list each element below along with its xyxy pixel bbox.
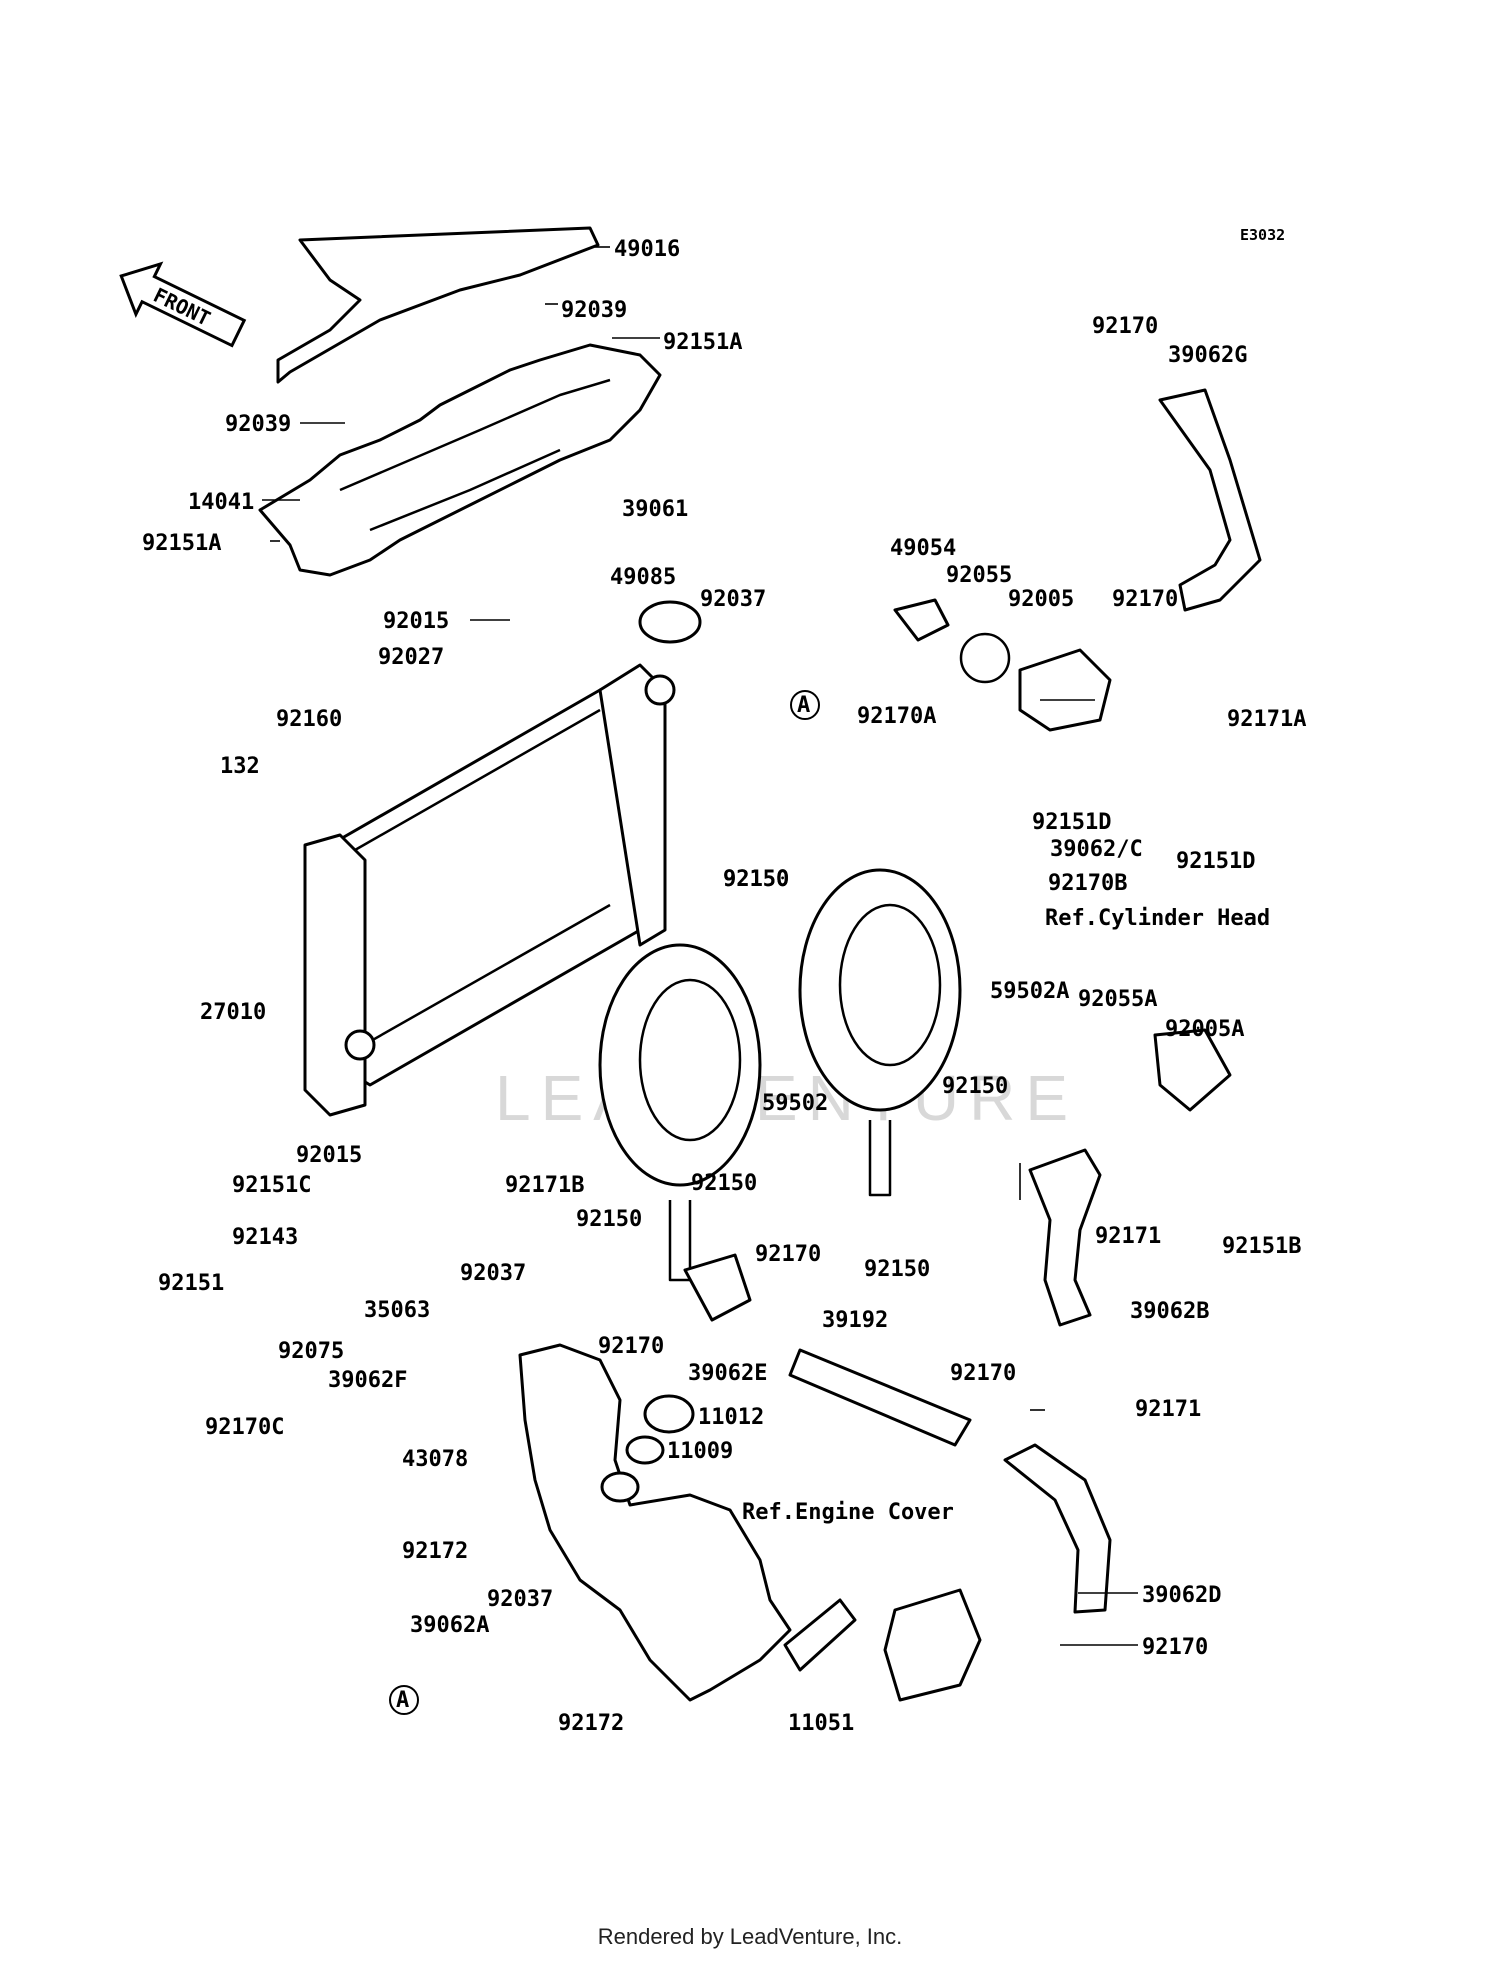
part-label: 92150 xyxy=(942,1074,1008,1099)
part-label: 92150 xyxy=(576,1207,642,1232)
part-labels: 49016 92039 92151A 92039 14041 92151A 39… xyxy=(142,237,1306,1736)
leader-lines xyxy=(262,246,1138,1646)
hose-part xyxy=(683,388,1262,1614)
part-label: 92171 xyxy=(1095,1224,1161,1249)
part-label: 92037 xyxy=(487,1587,553,1612)
part-label: 92160 xyxy=(276,707,342,732)
part-label: 14041 xyxy=(188,490,254,515)
part-label: 92170C xyxy=(205,1415,284,1440)
callout-a-marker: A xyxy=(389,1685,419,1715)
part-label: 27010 xyxy=(200,1000,266,1025)
fan-assembly-part xyxy=(798,868,962,1197)
part-label: 92172 xyxy=(402,1539,468,1564)
part-label: 92055 xyxy=(946,563,1012,588)
thermostat-housing-part xyxy=(893,598,1232,1112)
part-label: 39062G xyxy=(1168,343,1247,368)
part-label: 92150 xyxy=(864,1257,930,1282)
part-label: 39062/C xyxy=(1050,837,1143,862)
part-label: 92151D xyxy=(1176,849,1255,874)
part-label: 92075 xyxy=(278,1339,344,1364)
part-label: 132 xyxy=(220,754,260,779)
part-label: 92015 xyxy=(296,1143,362,1168)
part-label: 39062D xyxy=(1142,1583,1221,1608)
part-label: 49016 xyxy=(614,237,680,262)
part-label: 39062B xyxy=(1130,1299,1209,1324)
part-label: 92170B xyxy=(1048,871,1127,896)
part-label: 92170A xyxy=(857,704,936,729)
part-label: 92150 xyxy=(691,1171,757,1196)
part-label: 92170 xyxy=(598,1334,664,1359)
diagram-code: E3032 xyxy=(1240,226,1285,244)
part-label: 39061 xyxy=(622,497,688,522)
front-arrow-icon: FRONT xyxy=(119,261,247,348)
part-label: 92037 xyxy=(460,1261,526,1286)
part-label: 92005A xyxy=(1165,1017,1244,1042)
part-label: 92170 xyxy=(950,1361,1016,1386)
part-label: 11051 xyxy=(788,1711,854,1736)
cover-plate-part xyxy=(276,226,600,384)
part-label: 92151A xyxy=(663,330,742,355)
part-label: 92151 xyxy=(158,1271,224,1296)
footer-text: Rendered by LeadVenture, Inc. xyxy=(597,1924,903,1949)
part-label: 92037 xyxy=(700,587,766,612)
reservoir-tank-part xyxy=(518,1343,792,1702)
part-label: 92171A xyxy=(1227,707,1306,732)
part-label: 92015 xyxy=(383,609,449,634)
radiator-cap-part xyxy=(638,600,702,644)
part-label: 92039 xyxy=(225,412,291,437)
radiator-part xyxy=(303,663,676,1117)
part-label: 92027 xyxy=(378,645,444,670)
part-label: 59502 xyxy=(762,1091,828,1116)
callout-a-marker: A xyxy=(790,690,820,720)
callout-a-label: A xyxy=(797,693,810,718)
part-label: 11012 xyxy=(698,1405,764,1430)
part-label: 92055A xyxy=(1078,987,1157,1012)
part-label: 92170 xyxy=(755,1242,821,1267)
part-label: 39062F xyxy=(328,1368,407,1393)
part-label: 39062A xyxy=(410,1613,489,1638)
fan-assembly-part xyxy=(598,943,762,1282)
part-label: 92005 xyxy=(1008,587,1074,612)
part-label: 92170 xyxy=(1142,1635,1208,1660)
part-label: 49085 xyxy=(610,565,676,590)
part-label: 92151A xyxy=(142,531,221,556)
part-label: 92151D xyxy=(1032,810,1111,835)
part-label: 92150 xyxy=(723,867,789,892)
part-label: 59502A xyxy=(990,979,1069,1004)
part-label: 92143 xyxy=(232,1225,298,1250)
part-label: 92151C xyxy=(232,1173,311,1198)
part-label: 92170 xyxy=(1092,314,1158,339)
part-label: 92172 xyxy=(558,1711,624,1736)
part-label: 92170 xyxy=(1112,587,1178,612)
reference-label: Ref.Engine Cover xyxy=(742,1500,954,1525)
part-label: 92150 xyxy=(723,867,789,892)
part-label: 35063 xyxy=(364,1298,430,1323)
part-label: 92171 xyxy=(1135,1397,1201,1422)
part-label: 92151B xyxy=(1222,1234,1301,1259)
part-label: 92039 xyxy=(561,298,627,323)
engine-cover-part xyxy=(783,1588,982,1702)
part-label: 11009 xyxy=(667,1439,733,1464)
part-label: 92171B xyxy=(505,1173,584,1198)
watermark-text: LEADVENTURE xyxy=(495,1062,1078,1134)
part-label: 39192 xyxy=(822,1308,888,1333)
part-label: 39062E xyxy=(688,1361,767,1386)
callout-a-label: A xyxy=(396,1688,409,1713)
part-label: 43078 xyxy=(402,1447,468,1472)
part-label: 49054 xyxy=(890,536,956,561)
shroud-part xyxy=(258,343,662,577)
reference-label: Ref.Cylinder Head xyxy=(1045,906,1270,931)
